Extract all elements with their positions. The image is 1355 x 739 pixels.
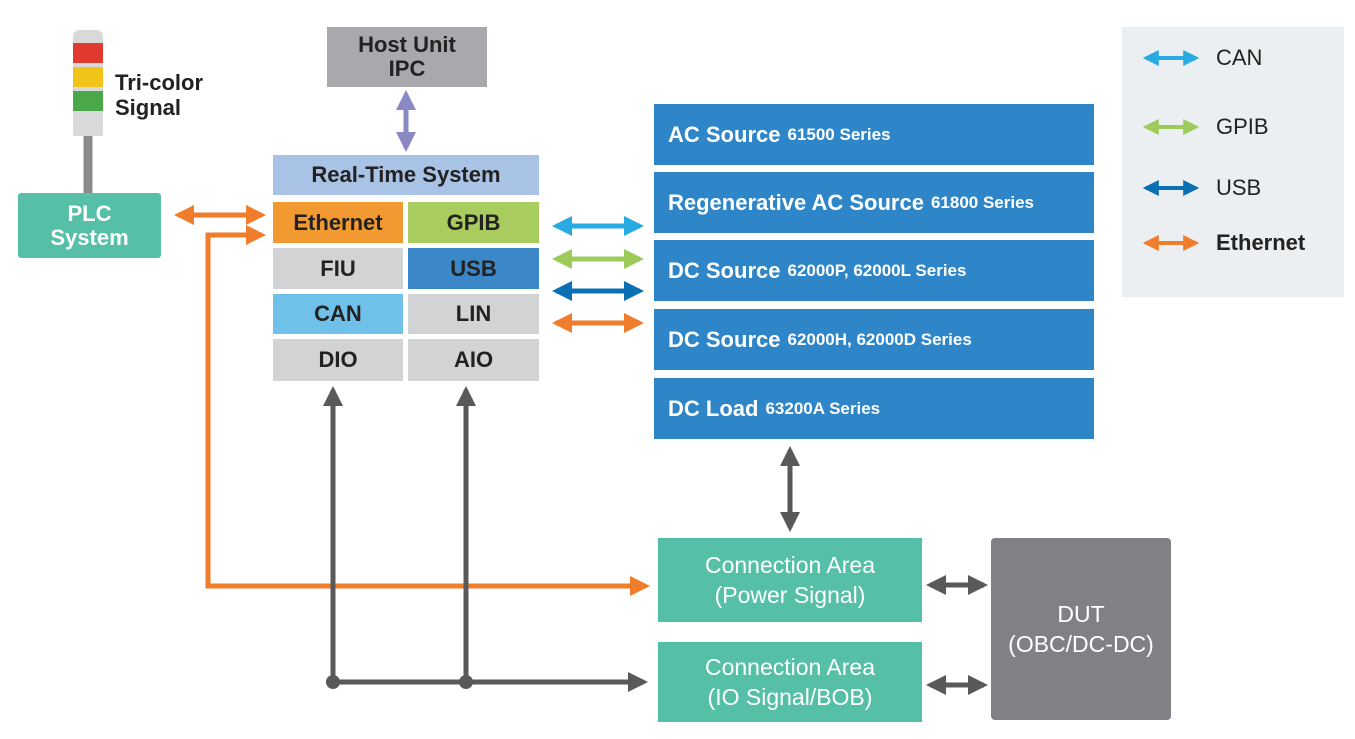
- tri-color-label: Tri-color Signal: [115, 70, 204, 120]
- module-aio: AIO: [408, 339, 539, 381]
- module-gpib: GPIB: [408, 202, 539, 243]
- plc-system-box: PLC System: [18, 193, 161, 258]
- ethernet-power-arrow: [205, 225, 650, 596]
- module-lin: LIN: [408, 294, 539, 334]
- legend-item-can: CAN: [1140, 45, 1262, 71]
- connection-area-io: Connection Area (IO Signal/BOB): [658, 642, 922, 722]
- ethernet-legend-icon: [1142, 235, 1200, 251]
- red-light: [73, 43, 103, 63]
- usb-legend-icon: [1142, 180, 1200, 196]
- host-unit-box: Host Unit IPC: [327, 27, 487, 87]
- gpib-legend-icon: [1142, 119, 1200, 135]
- module-fiu: FIU: [273, 248, 403, 289]
- dut-box: DUT (OBC/DC-DC): [991, 538, 1171, 720]
- legend-item-gpib: GPIB: [1140, 114, 1269, 140]
- module-dio: DIO: [273, 339, 403, 381]
- yellow-light: [73, 67, 103, 87]
- legend-panel: [1122, 27, 1344, 297]
- junction-dot: [459, 675, 473, 689]
- module-usb: USB: [408, 248, 539, 289]
- connection-area-power: Connection Area (Power Signal): [658, 538, 922, 622]
- green-light: [73, 91, 103, 111]
- rts-title: Real-Time System: [273, 155, 539, 195]
- module-ethernet: Ethernet: [273, 202, 403, 243]
- module-can: CAN: [273, 294, 403, 334]
- legend-item-usb: USB: [1140, 175, 1261, 201]
- can-legend-icon: [1142, 50, 1200, 66]
- tri-color-light: [73, 30, 103, 136]
- legend-item-ethernet: Ethernet: [1140, 230, 1305, 256]
- junction-dot: [326, 675, 340, 689]
